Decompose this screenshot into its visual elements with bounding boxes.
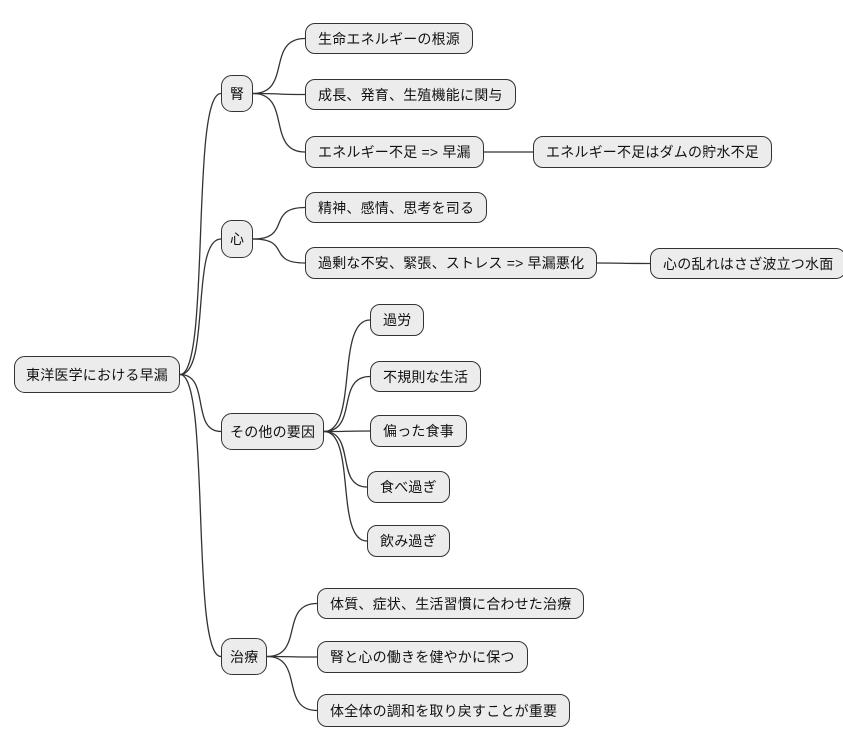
- mindmap-node-t2: 腎と心の働きを健やかに保つ: [317, 641, 528, 673]
- mindmap-node-o3: 偏った食事: [370, 415, 467, 447]
- mindmap-node-k2: 成長、発育、生殖機能に関与: [305, 79, 516, 110]
- mindmap-node-k1: 生命エネルギーの根源: [305, 23, 473, 54]
- mindmap-node-treat: 治療: [221, 638, 268, 675]
- mindmap-node-t1: 体質、症状、生活習慣に合わせた治療: [317, 588, 585, 619]
- mindmap-node-o2: 不規則な生活: [370, 361, 482, 392]
- mindmap-node-kidney: 腎: [221, 75, 254, 112]
- mindmap-node-o4: 食べ過ぎ: [367, 471, 450, 503]
- mindmap-node-root: 東洋医学における早漏: [14, 356, 180, 393]
- mindmap-node-o1: 過労: [370, 304, 425, 336]
- mindmap-node-h1: 精神、感情、思考を司る: [305, 192, 488, 223]
- mindmap-node-h2: 過剰な不安、緊張、ストレス => 早漏悪化: [305, 247, 598, 279]
- mindmap-node-t3: 体全体の調和を取り戻すことが重要: [317, 694, 571, 727]
- mindmap-node-o5: 飲み過ぎ: [367, 525, 450, 557]
- mindmap-node-heart: 心: [221, 220, 254, 258]
- mindmap-node-k3: エネルギー不足 => 早漏: [305, 136, 484, 168]
- mindmap-node-h2a: 心の乱れはさざ波立つ水面: [650, 248, 843, 279]
- mindmap-node-k3a: エネルギー不足はダムの貯水不足: [533, 136, 772, 168]
- mindmap-node-other: その他の要因: [221, 413, 325, 450]
